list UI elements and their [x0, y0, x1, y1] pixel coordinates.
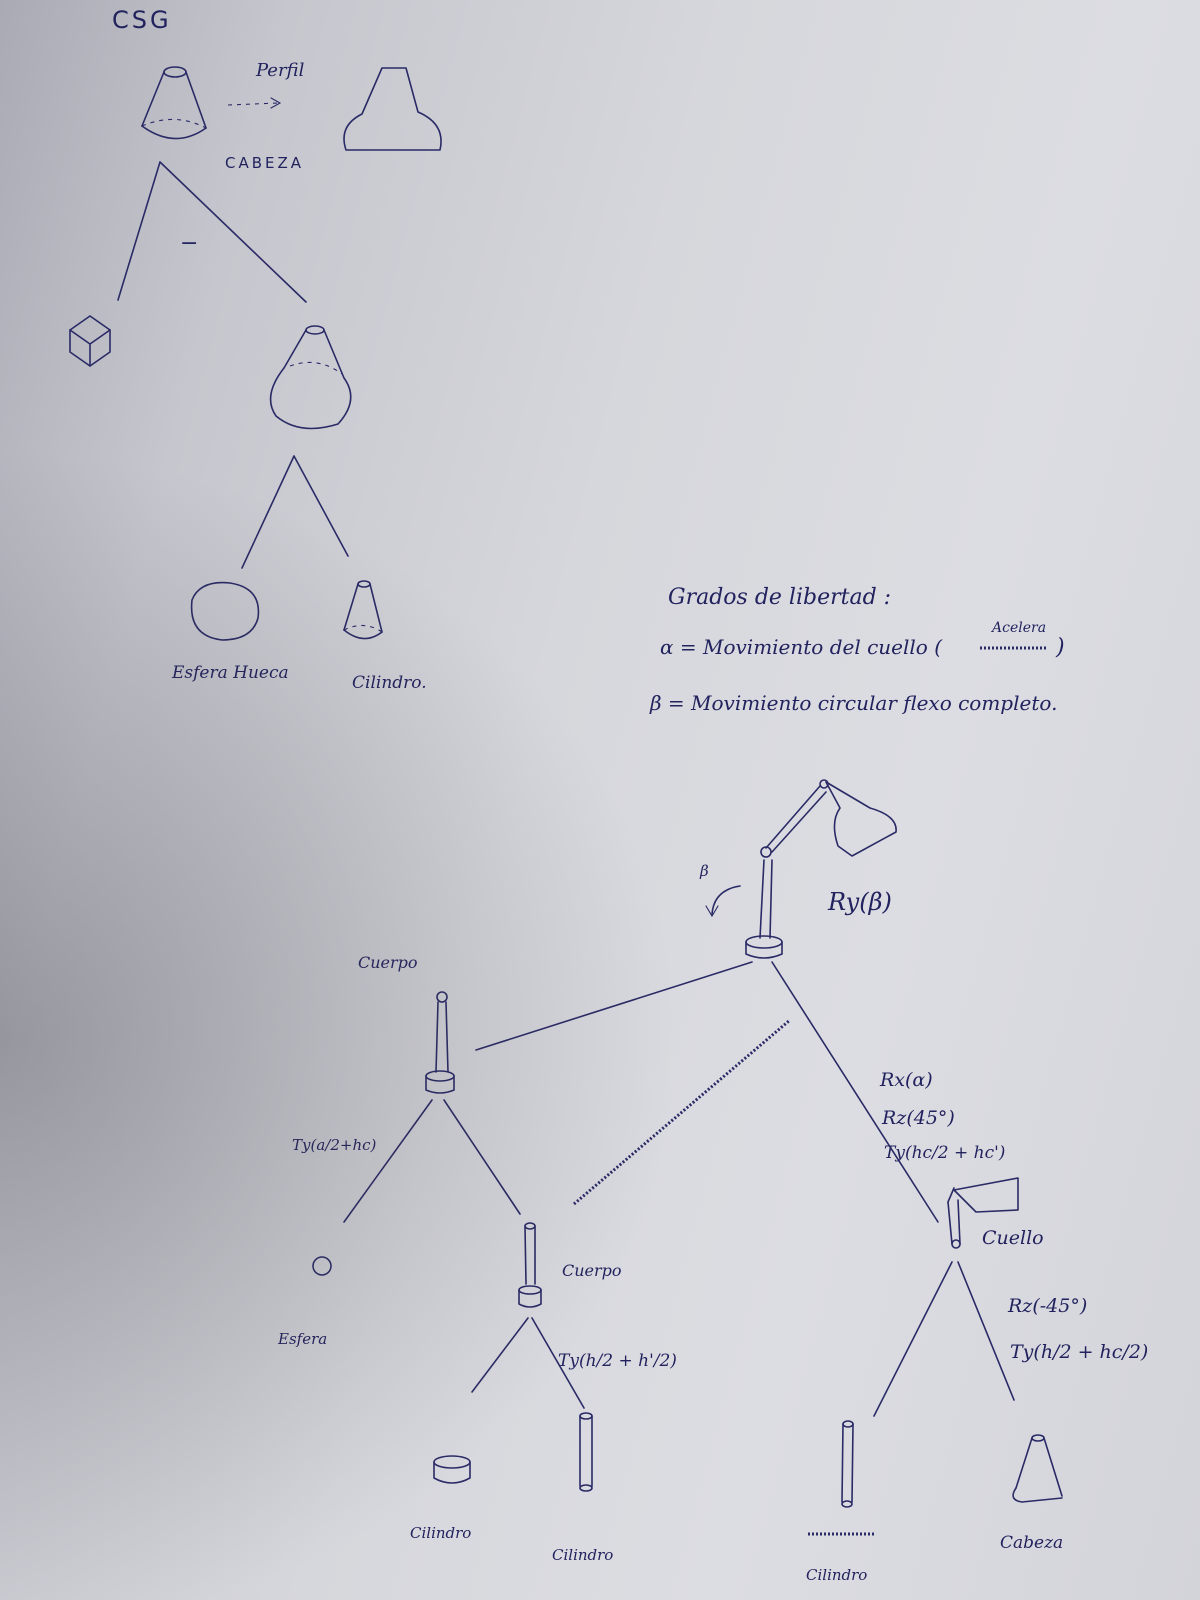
cabeza-leaf-sketch [1012, 1434, 1063, 1503]
perfil-arrow-head [270, 97, 282, 109]
cylinder-rod-sketch [579, 1412, 593, 1492]
cuello-label: Cuello [982, 1227, 1044, 1249]
edge-root-cuerpo [475, 961, 753, 1051]
cilindro-right-label: Cilindro [806, 1566, 867, 1584]
beta-symbol: β [699, 862, 709, 880]
leaf-sphere-label: Esfera Hueca [171, 663, 289, 683]
cabeza-transform-2: Ty(h/2 + hc/2) [1010, 1341, 1148, 1363]
minus-operator: − [180, 231, 198, 256]
bulb-sketch [269, 325, 352, 430]
rotation-arrow-head [705, 905, 719, 918]
leaf-cylinder-label: Cilindro. [352, 673, 427, 693]
cylinder-base-sketch [433, 1455, 471, 1484]
cuerpo-sketch [518, 1222, 542, 1308]
edge-root-cuello [771, 961, 939, 1223]
dof-alpha-note: Acelera [990, 620, 1046, 636]
dof-title: Grados de libertad : [668, 585, 891, 610]
cube-sketch [69, 315, 111, 367]
esfera-sketch [312, 1256, 332, 1276]
cuerpo-label: Cuerpo [562, 1261, 622, 1280]
cuerpo-top-sketch [425, 991, 455, 1094]
cuerpo-branches [471, 1317, 585, 1409]
cylinder-right-sketch [841, 1420, 854, 1508]
truncated-cone-sketch [343, 580, 383, 640]
dof-alpha-close: ) [1055, 635, 1065, 660]
cabeza-leaf-label: Cabeza [1000, 1533, 1063, 1553]
perfil-arrow [227, 102, 279, 106]
cuerpo-top-label: Cuerpo [358, 953, 418, 972]
profile-shape [343, 67, 442, 151]
dof-alpha: α = Movimiento del cuello ( [660, 635, 943, 659]
union-branches [241, 455, 349, 569]
cuerpo-top-branches [343, 1099, 521, 1223]
cilindro-mid-label: Cilindro [552, 1546, 613, 1564]
cuello-transform-3: Ty(hc/2 + hc') [884, 1143, 1005, 1163]
cuello-sketch [947, 1177, 1019, 1249]
cuello-transform-1: Rx(α) [879, 1069, 933, 1091]
hollow-sphere-sketch [190, 581, 260, 641]
cuerpo-transform: Ty(h/2 + h'/2) [558, 1351, 677, 1371]
csg-title: CSG [112, 6, 172, 34]
cabeza-label: CABEZA [225, 154, 304, 172]
rotation-arrow [711, 885, 741, 915]
cuello-branches [873, 1261, 1015, 1417]
cabeza-transform-1: Rz(-45°) [1007, 1295, 1087, 1317]
esfera-label: Esfera [277, 1330, 327, 1348]
difference-branches [117, 161, 307, 303]
sphere-transform: Ty(a/2+hc) [292, 1136, 377, 1154]
perfil-label: Perfil [255, 60, 305, 81]
cone-head-sketch [141, 66, 207, 140]
root-lamp-sketch [745, 779, 897, 959]
root-transform: Ry(β) [827, 888, 892, 916]
cuello-transform-2: Rz(45°) [881, 1107, 955, 1129]
dof-beta: β = Movimiento circular flexo completo. [649, 691, 1057, 715]
cilindro-left-label: Cilindro [410, 1524, 471, 1542]
scribbled-edge [573, 1018, 791, 1206]
